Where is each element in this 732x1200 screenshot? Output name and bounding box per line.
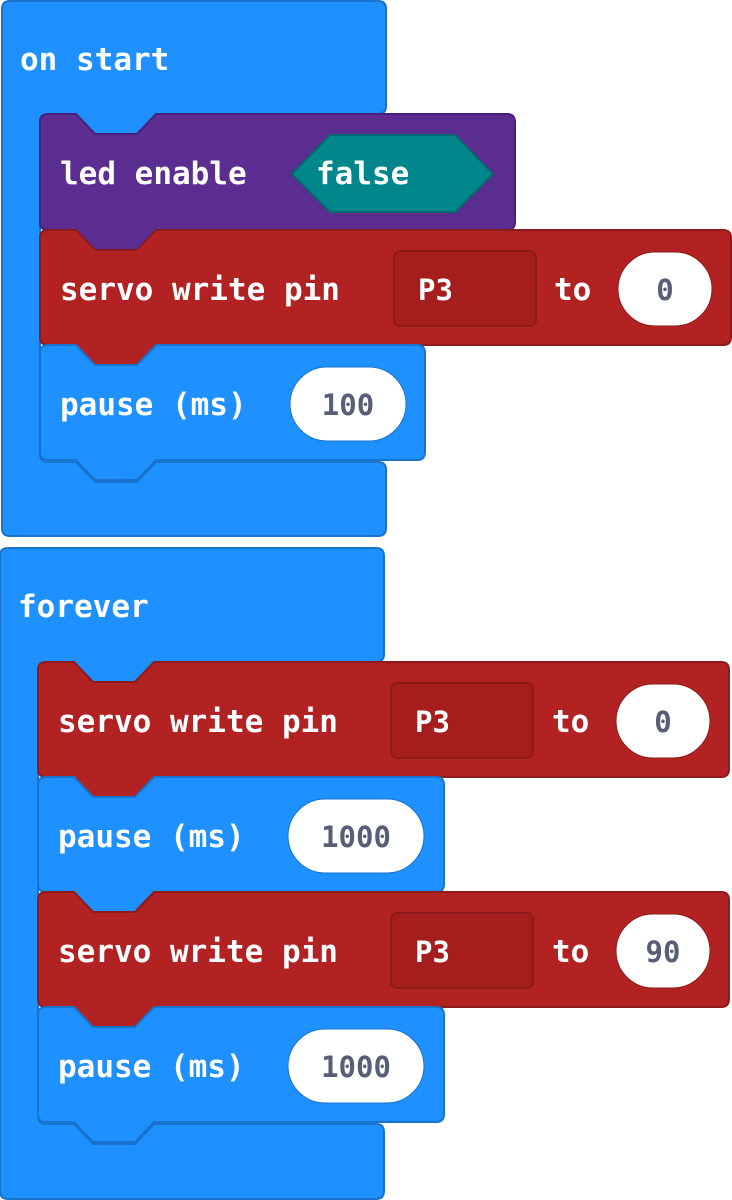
angle-input-value: 90 [646,935,681,969]
angle-input-value: 0 [656,273,673,307]
pin-dropdown[interactable] [390,912,534,989]
servo-write-block-1-body[interactable] [37,661,730,798]
angle-input[interactable] [617,251,713,327]
servo-write-block-start-body[interactable] [39,229,732,366]
pause-ms-input-value: 1000 [321,820,391,854]
pause-ms-input-value: 100 [322,388,374,422]
angle-input-value: 0 [654,705,671,739]
servo-write-block-2-body[interactable] [37,891,730,1028]
pin-dropdown-value: P3 [418,273,453,307]
on-start-block[interactable]: on start led enable false servo write pi… [1,0,732,537]
led-enable-label: led enable [60,156,247,192]
pause-ms-input[interactable] [289,366,407,442]
on-start-block-body[interactable] [1,0,387,537]
boolean-false-block[interactable]: false [290,134,495,213]
pin-dropdown-value: P3 [415,935,450,969]
pin-dropdown-value: P3 [415,705,450,739]
pause-ms-input-value: 1000 [321,1050,391,1084]
pause-label: pause (ms) [58,819,245,855]
pause-ms-input[interactable] [287,798,425,874]
servo-write-label: servo write pin [60,272,340,308]
to-label: to [552,934,589,970]
pause-block-2[interactable]: pause (ms) 1000 [37,1006,445,1143]
pin-dropdown[interactable] [393,250,537,327]
boolean-false-shape[interactable] [290,134,495,213]
servo-write-block-2[interactable]: servo write pin P3 to 90 [37,891,730,1028]
led-enable-block[interactable]: led enable false [39,113,516,251]
servo-write-label: servo write pin [58,934,338,970]
pause-label: pause (ms) [60,387,247,423]
servo-write-block-1[interactable]: servo write pin P3 to 0 [37,661,730,798]
pause-block-1[interactable]: pause (ms) 1000 [37,776,445,913]
servo-write-block-start[interactable]: servo write pin P3 to 0 [39,229,732,366]
angle-input[interactable] [615,683,711,759]
pause-label: pause (ms) [58,1049,245,1085]
pause-block-start[interactable]: pause (ms) 100 [39,344,426,481]
pin-dropdown[interactable] [390,682,534,759]
forever-label: forever [18,589,149,625]
on-start-label: on start [20,42,169,78]
boolean-false-value: false [316,156,409,192]
forever-block[interactable]: forever servo write pin P3 to 0 pause (m… [0,547,730,1200]
servo-write-label: servo write pin [58,704,338,740]
to-label: to [552,704,589,740]
forever-block-body[interactable] [0,547,385,1200]
angle-input[interactable] [615,913,711,989]
pause-ms-input[interactable] [287,1028,425,1104]
to-label: to [554,272,591,308]
